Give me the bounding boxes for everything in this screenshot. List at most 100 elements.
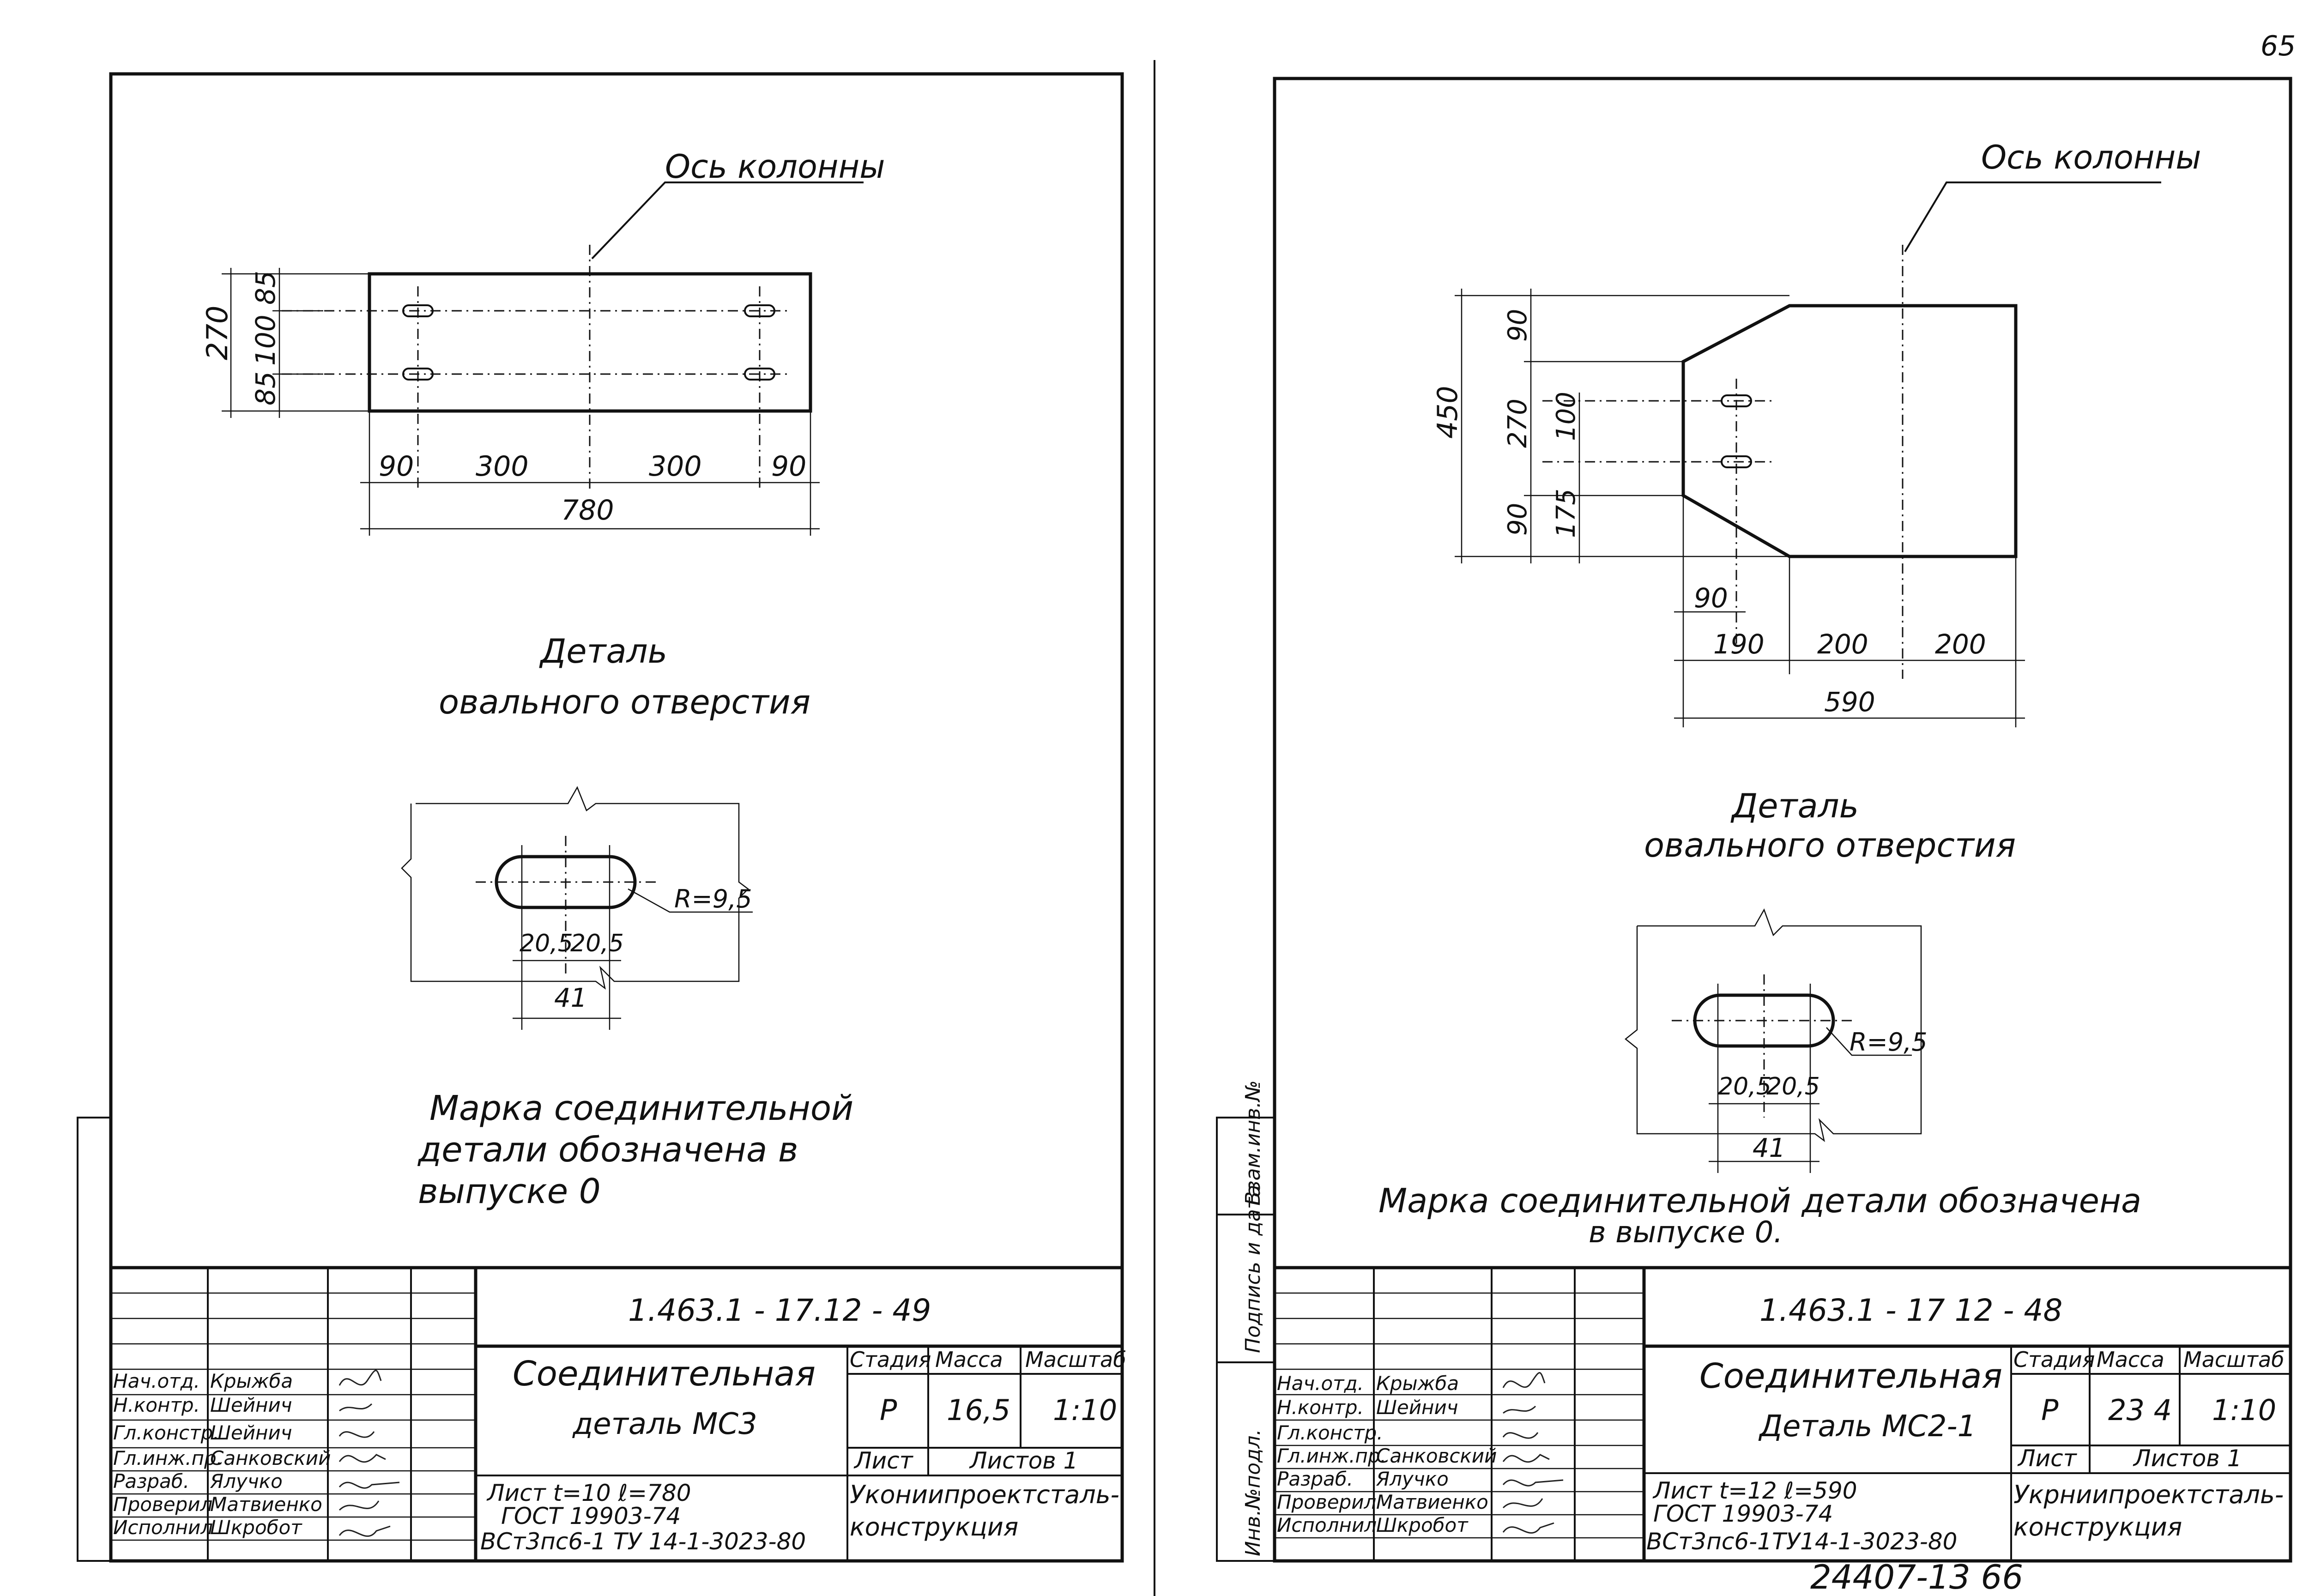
left-dim-300-right: 300 <box>649 450 702 483</box>
page-number: 65 <box>2261 30 2296 62</box>
right-mass-header: Масса <box>2097 1347 2164 1372</box>
right-note-1: Марка соединительной детали обозначена <box>1378 1181 2141 1220</box>
right-stage: Р <box>2041 1393 2059 1427</box>
left-material-3: ВСт3пс6-1 ТУ 14-1-3023-80 <box>480 1528 806 1555</box>
signature <box>338 1370 382 1386</box>
signature <box>1503 1405 1536 1414</box>
left-dim-85-top: 85 <box>250 271 281 305</box>
left-org-2: конструкция <box>850 1512 1018 1542</box>
left-role: Проверил <box>113 1493 212 1516</box>
left-radius-label: R=9,5 <box>674 884 752 913</box>
right-person: Шейнич <box>1376 1396 1458 1419</box>
left-person: Шейнич <box>210 1394 292 1416</box>
right-dim-90-bottom: 90 <box>1503 503 1533 536</box>
right-person: Шкробот <box>1376 1514 1469 1536</box>
left-role: Гл.констр. <box>113 1421 219 1444</box>
left-slot <box>744 368 775 381</box>
right-side-label: Инв.№подл. <box>1241 1429 1265 1556</box>
signature <box>1502 1498 1543 1509</box>
left-radius-leader <box>628 888 753 913</box>
left-org-1: Укониипроектсталь- <box>850 1480 1119 1509</box>
left-stage: Р <box>880 1393 897 1427</box>
left-axis-label: Ось колонны <box>665 148 885 186</box>
right-person: Матвиенко <box>1376 1491 1488 1513</box>
right-detail-title-2: овального отверстия <box>1644 826 2016 864</box>
signature <box>1502 1522 1554 1534</box>
left-dim-270: 270 <box>200 306 234 360</box>
right-org-2: конструкция <box>2013 1512 2182 1542</box>
left-dim-90-left: 90 <box>379 450 414 483</box>
right-hole-length: 41 <box>1753 1133 1785 1163</box>
right-mass: 23 4 <box>2108 1393 2172 1427</box>
right-role: Гл.инж.пр. <box>1277 1445 1386 1467</box>
right-dim-450: 450 <box>1432 386 1464 439</box>
left-sheet: Ось колонны 270 85 100 85 <box>77 72 1126 1563</box>
right-role: Н.контр. <box>1277 1396 1364 1419</box>
left-note-3: выпуске 0 <box>418 1172 601 1211</box>
left-hole-length: 41 <box>554 983 587 1013</box>
left-dim-780: 780 <box>561 494 614 526</box>
left-sheets-header: Листов 1 <box>969 1447 1078 1474</box>
right-margin-strip <box>1216 1117 1275 1562</box>
left-person: Шкробот <box>210 1516 302 1539</box>
left-mass-header: Масса <box>935 1347 1003 1372</box>
right-plate <box>1681 304 2018 558</box>
signature <box>1502 1432 1539 1439</box>
right-scale-header: Масштаб <box>2183 1347 2285 1372</box>
left-designation: 1.463.1 - 17.12 - 49 <box>628 1293 931 1328</box>
left-role: Нач.отд. <box>113 1370 200 1392</box>
left-axis-leader <box>591 181 864 260</box>
right-side-label: Взам.инв.№ <box>1241 1080 1265 1205</box>
right-dim-270: 270 <box>1503 399 1533 448</box>
left-note-1: Марка соединительной <box>429 1088 853 1128</box>
right-person: Ялучко <box>1376 1468 1449 1490</box>
left-person: Крыжба <box>210 1370 293 1392</box>
right-hole-half-left: 20,5 <box>1718 1073 1771 1100</box>
right-designation: 1.463.1 - 17 12 - 48 <box>1759 1293 2062 1328</box>
left-detail-title-1: Деталь <box>539 632 667 671</box>
left-name-2: деталь МС3 <box>572 1407 757 1441</box>
left-dim-100: 100 <box>250 314 281 366</box>
right-radius-leader <box>1826 1027 1912 1056</box>
right-title-block: 1.463.1 - 17 12 - 48 Соединительная Дета… <box>1275 1266 2291 1561</box>
right-detail-break-frame <box>1624 908 1922 1143</box>
right-dim-200-b: 200 <box>1935 629 1986 660</box>
left-person: Шейнич <box>210 1421 292 1444</box>
right-slot <box>1721 394 1752 407</box>
right-role: Проверил <box>1277 1491 1376 1513</box>
signature <box>338 1431 375 1438</box>
left-material-2: ГОСТ 19903-74 <box>501 1503 681 1530</box>
left-role: Разраб. <box>113 1470 189 1493</box>
signature <box>1502 1372 1546 1388</box>
right-hole-half-right: 20,5 <box>1766 1073 1820 1100</box>
left-dim-85-bottom: 85 <box>250 371 281 405</box>
left-detail-break-frame <box>401 786 749 990</box>
left-name-1: Соединительная <box>513 1354 816 1394</box>
left-scale-header: Масштаб <box>1025 1347 1126 1372</box>
left-detail-title-2: овального отверстия <box>439 683 810 721</box>
signature <box>1502 1454 1550 1463</box>
right-oval-detail: R=9,5 20,5 20,5 41 <box>1624 908 1928 1173</box>
right-role: Гл.констр. <box>1277 1421 1383 1444</box>
left-role: Гл.инж.пр. <box>113 1447 223 1469</box>
left-hole-half-left: 20,5 <box>520 930 573 957</box>
right-axis-leader <box>1904 181 2161 253</box>
left-hole-half-right: 20,5 <box>570 930 624 957</box>
left-title-block: 1.463.1 - 17.12 - 49 Соединительная дета… <box>111 1266 1126 1561</box>
right-dim-90: 90 <box>1694 582 1728 614</box>
left-material-1: Лист t=10 ℓ=780 <box>486 1480 691 1506</box>
right-detail-title-1: Деталь <box>1730 786 1859 825</box>
left-sheet-frame <box>109 72 1124 1563</box>
signature <box>1502 1479 1564 1487</box>
left-role: Н.контр. <box>113 1394 200 1416</box>
right-stage-header: Стадия <box>2013 1347 2095 1372</box>
right-dim-90-top: 90 <box>1503 309 1533 342</box>
right-slot <box>1721 455 1752 468</box>
left-oval-detail: R=9,5 20,5 20,5 41 <box>401 786 753 1030</box>
right-role: Исполнил <box>1277 1514 1377 1536</box>
right-note-2: в выпуске 0. <box>1589 1215 1783 1250</box>
right-person: Крыжба <box>1376 1372 1459 1395</box>
signature <box>338 1525 391 1537</box>
signature <box>338 1481 400 1489</box>
